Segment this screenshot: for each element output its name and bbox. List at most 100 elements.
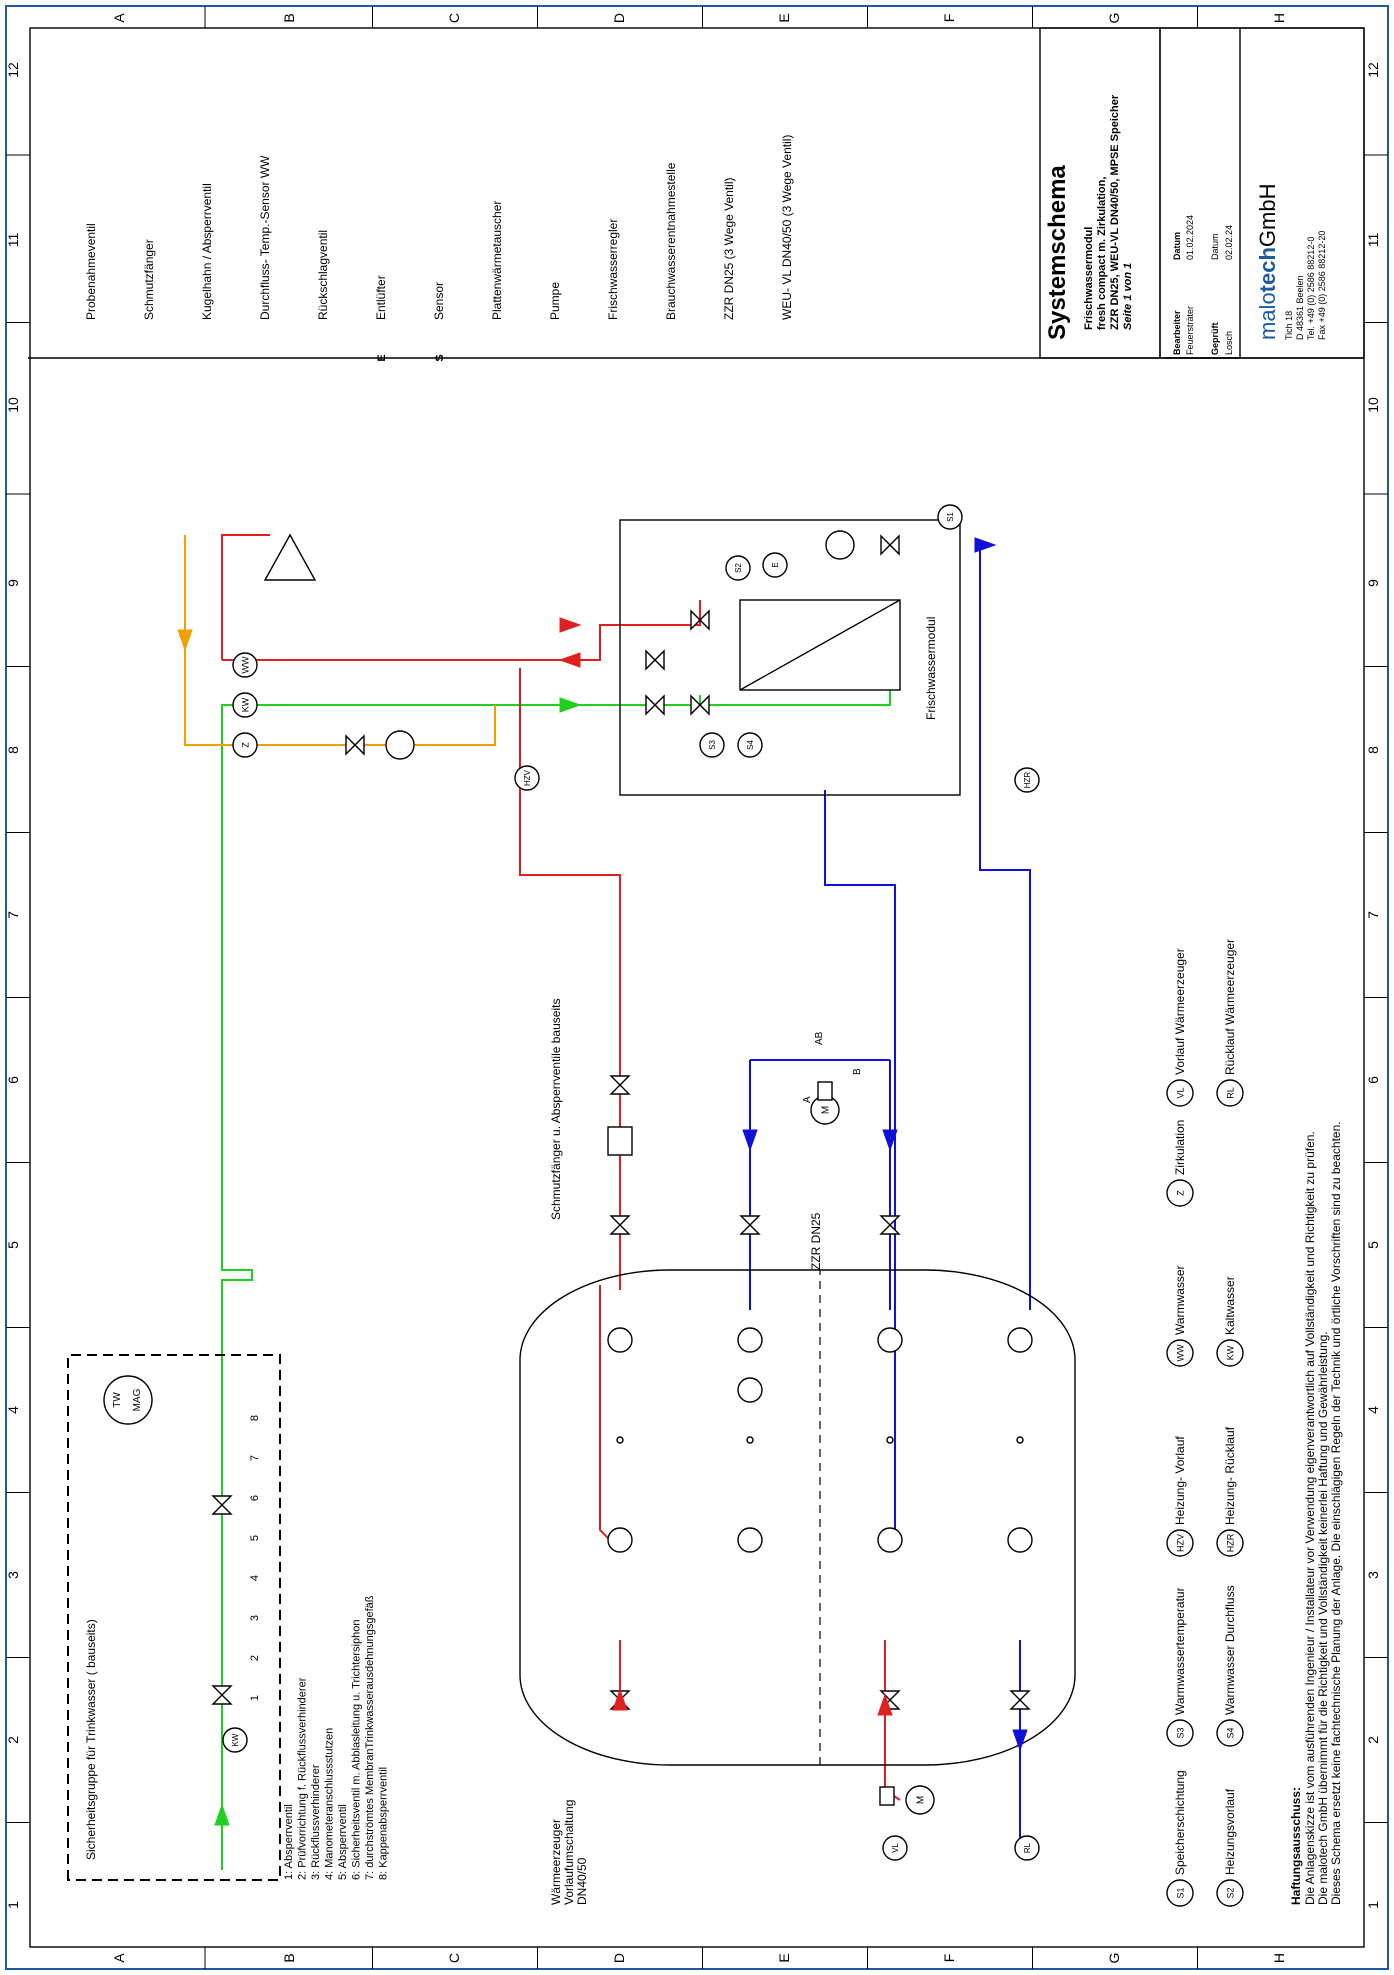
strainer	[607, 1126, 633, 1156]
outer-border	[5, 5, 1389, 1970]
row-letter-bottom: E	[776, 1953, 792, 1962]
mag-label: MAG	[132, 1388, 143, 1411]
shutoff-valve	[609, 1215, 631, 1235]
flow-arrow	[877, 1693, 893, 1716]
legend-item-label: WEU- VL DN40/50 (3 Wege Ventil)	[780, 135, 794, 320]
haftung-line: Die Anlagenskizze ist vom ausführenden I…	[1303, 1131, 1317, 1905]
tank-port	[607, 1327, 633, 1353]
legend-tag: S1	[1175, 1887, 1185, 1898]
row-letter-top: E	[776, 13, 792, 22]
tank-port	[1007, 1327, 1033, 1353]
legend-tag-label: Warmwasser Durchfluss	[1223, 1585, 1237, 1715]
shutoff-valve-body	[211, 1495, 233, 1515]
flow-arrow	[559, 697, 582, 713]
vl-tag-label: VL	[891, 1843, 900, 1853]
column-number-right: 7	[1365, 911, 1381, 919]
column-number-left: 12	[5, 62, 21, 78]
ww-tag-label: WW	[240, 656, 250, 673]
tw-label: TW	[112, 1392, 123, 1408]
legend-tag: S4	[1225, 1727, 1235, 1738]
shutoff-valve-body	[345, 734, 365, 756]
vl-tag	[882, 1835, 908, 1861]
shutoff-valve-body	[211, 1685, 233, 1705]
flow-arrow	[742, 1129, 758, 1152]
column-number-left: 2	[5, 1736, 21, 1744]
haftung-line: Dieses Schema ersetzt keine fachtechnisc…	[1329, 1121, 1343, 1905]
flow-arrow	[882, 1129, 898, 1152]
haftung-title: Haftungsausschuss:	[1289, 1787, 1303, 1905]
column-number-right: 1	[1365, 1901, 1381, 1909]
legend-tag-circle	[1216, 1879, 1244, 1907]
column-number-right: 6	[1365, 1076, 1381, 1084]
legend-item-label: Durchfluss- Temp.-Sensor WW	[258, 155, 272, 320]
e-tag	[762, 552, 788, 578]
column-number-left: 9	[5, 579, 21, 587]
heating-return-upper	[824, 790, 896, 1530]
column-number-right: 5	[1365, 1241, 1381, 1249]
shutoff-valve	[211, 1495, 233, 1515]
flow-arrow	[612, 1688, 628, 1711]
legend-symbol: S	[434, 354, 446, 361]
inner-border	[29, 27, 1365, 1948]
title-text: Systemschema	[1044, 165, 1071, 340]
module-pump	[825, 530, 855, 560]
legend-tag-label: Zirkulation	[1173, 1120, 1187, 1175]
rl-tag-label: RL	[1023, 1842, 1032, 1853]
subtitle-line: ZZR DN25, WEU-VL DN40/50, MPSE Speicher	[1109, 94, 1121, 330]
legend-item-label: ZZR DN25 (3 Wege Ventil)	[722, 178, 736, 321]
legend-tag: HZV	[1175, 1534, 1185, 1552]
legend-tag-circle	[1216, 1339, 1244, 1367]
legend-tag-label: Warmwasser	[1173, 1265, 1187, 1335]
tank-port	[1007, 1527, 1033, 1553]
flow-arrow	[559, 617, 582, 633]
legend-tag: RL	[1225, 1087, 1235, 1099]
company-logo: malotechGmbH	[1255, 184, 1280, 341]
tw-mag-vessel	[103, 1375, 153, 1425]
flow-arrow	[1012, 1729, 1028, 1752]
s2-tag	[725, 555, 751, 581]
column-number-left: 3	[5, 1571, 21, 1579]
shutoff-valve	[345, 734, 365, 756]
sg-number: 2	[249, 1655, 261, 1661]
flow-arrow	[177, 629, 193, 652]
column-number-right: 12	[1365, 62, 1381, 78]
kw-tag-label: KW	[240, 697, 250, 712]
shutoff-valve	[609, 1075, 631, 1095]
row-letter-bottom: A	[111, 1953, 127, 1963]
sg-number: 4	[249, 1575, 261, 1581]
kw-tag	[232, 692, 258, 718]
row-letter-top: D	[611, 13, 627, 23]
tank-port-small	[616, 1436, 624, 1444]
address-line: Tich 18	[1284, 311, 1294, 340]
sg-number: 8	[249, 1415, 261, 1421]
shutoff-valve	[645, 649, 665, 671]
row-letter-bottom: H	[1271, 1953, 1287, 1963]
column-number-right: 2	[1365, 1736, 1381, 1744]
legend-tag-circle	[1166, 1879, 1194, 1907]
module-label: Frischwassermodul	[924, 617, 938, 720]
legend-tag-label: Warmwassertemperatur	[1173, 1587, 1187, 1715]
legend-item-label: Kugelhahn / Absperrventil	[200, 183, 214, 320]
shutoff-valve-body	[880, 534, 900, 556]
column-number-left: 1	[5, 1901, 21, 1909]
subtitle-line: fresh compact m. Zirkulation,	[1096, 177, 1108, 330]
legend-tag-circle	[1216, 1079, 1244, 1107]
legend-item-label: Probenahmeventil	[84, 223, 98, 320]
z-tag-label: Z	[240, 742, 250, 748]
tank-port-small	[886, 1436, 894, 1444]
legend-item-label: Plattenwärmetauscher	[490, 201, 504, 320]
column-number-right: 4	[1365, 1406, 1381, 1414]
sg-list-item: 2: Prüfvorrichtung f. Rückflussverhinder…	[297, 1677, 309, 1880]
datum-label: Datum	[1210, 233, 1220, 260]
tank-port	[607, 1527, 633, 1553]
valve-port-ab: AB	[814, 1031, 825, 1045]
s4-tag	[737, 732, 763, 758]
column-number-left: 4	[5, 1406, 21, 1414]
heat-return-top	[979, 545, 1031, 1310]
row-letter-top: C	[446, 13, 462, 23]
shutoff-valve	[739, 1215, 761, 1235]
legend-tag-label: Heizung- Rücklauf	[1223, 1426, 1237, 1525]
column-number-right: 11	[1365, 233, 1381, 248]
row-letter-bottom: B	[281, 1953, 297, 1962]
legend-tag-label: Kaltwasser	[1223, 1276, 1237, 1335]
